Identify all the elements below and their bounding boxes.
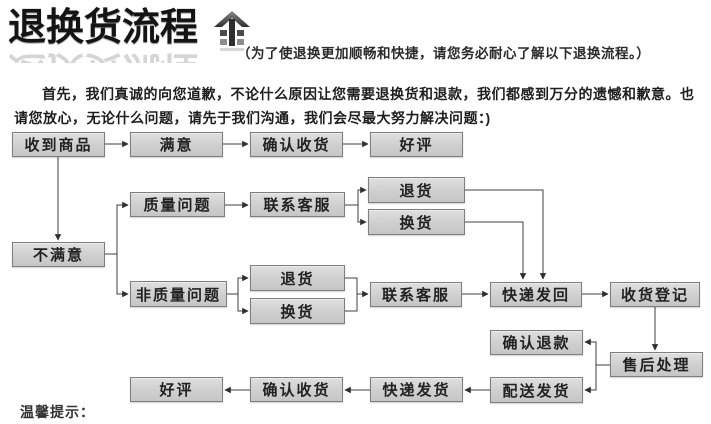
flow-node-unsatisfied: 不满意: [12, 242, 105, 267]
page-title: 退换货流程: [8, 7, 199, 49]
house-logo-icon: [214, 11, 250, 51]
flow-node-non-quality-issue: 非质量问题: [130, 281, 227, 307]
flow-node-exchange-goods-b: 换货: [250, 298, 345, 324]
flow-node-good-review-b: 好评: [130, 377, 223, 402]
flow-node-contact-service-b: 联系客服: [370, 282, 462, 307]
page-subtitle: （为了使退换更加顺畅和快捷，请您务必耐心了解以下退换流程。）: [237, 46, 651, 61]
warm-tips-label: 温馨提示：: [20, 404, 95, 420]
flow-node-satisfied: 满意: [130, 132, 223, 157]
flow-node-express-delivery: 快递发货: [370, 377, 463, 402]
flow-node-confirm-receipt: 确认收货: [250, 132, 343, 157]
flow-node-confirm-refund: 确认退款: [490, 330, 583, 355]
flow-node-exchange-goods-a: 换货: [368, 209, 465, 235]
flow-node-good-review: 好评: [370, 132, 463, 157]
flow-node-contact-service: 联系客服: [250, 192, 345, 217]
flow-node-return-goods-b: 退货: [250, 265, 345, 291]
flow-node-confirm-receipt-b: 确认收货: [250, 377, 343, 402]
flow-node-received-goods: 收到商品: [12, 132, 105, 157]
flow-node-express-return: 快递发回: [490, 282, 582, 307]
flow-node-receipt-registration: 收货登记: [610, 282, 700, 307]
flow-node-dispatch-goods: 配送发货: [490, 377, 583, 403]
intro-paragraph: 首先，我们真诚的向您道歉，不论什么原因让您需要退换货和退款，我们都感到万分的遗憾…: [14, 86, 695, 126]
flow-node-after-sales-processing: 售后处理: [610, 352, 703, 377]
flow-node-return-goods-a: 退货: [368, 177, 465, 203]
flow-node-quality-issue: 质量问题: [130, 192, 225, 217]
